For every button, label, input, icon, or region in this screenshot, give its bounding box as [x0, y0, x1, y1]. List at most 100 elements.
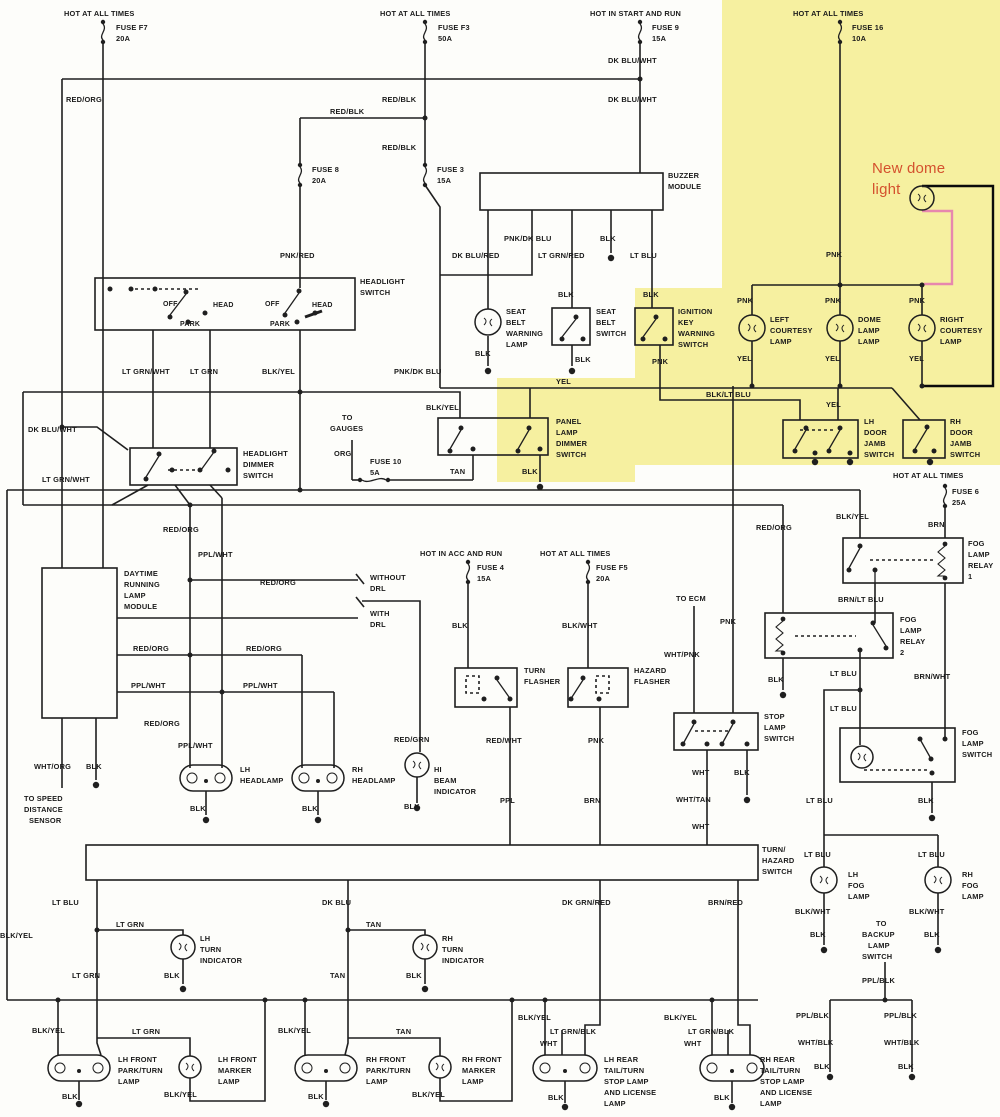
wire	[62, 426, 129, 451]
junction-dot	[924, 424, 930, 430]
junction-dot	[494, 675, 500, 681]
rh-turn-indicator-lamp	[412, 934, 438, 960]
fuse-symbol	[942, 487, 948, 505]
ground-symbol	[484, 367, 492, 375]
junction-dot	[197, 467, 203, 473]
diagram-label: RED/ORG	[756, 523, 792, 532]
junction-dot	[931, 448, 937, 454]
wire	[659, 345, 801, 420]
diagram-label: DK BLU/WHT	[608, 56, 657, 65]
diagram-label: WARNING	[506, 329, 543, 338]
junction-dot	[526, 425, 532, 431]
diagram-label: BLK	[924, 930, 940, 939]
diagram-label: INDICATOR	[200, 956, 243, 965]
diagram-label: 5A	[370, 468, 380, 477]
diagram-label: INDICATOR	[434, 787, 477, 796]
junction-dot	[917, 736, 923, 742]
diagram-label: WHT	[540, 1039, 558, 1048]
diagram-label: MARKER	[218, 1066, 252, 1075]
wire	[922, 209, 954, 286]
diagram-label: HEAD	[213, 302, 234, 309]
wire	[200, 451, 215, 471]
wire	[344, 880, 349, 1056]
diagram-label: BLK	[190, 804, 206, 813]
diagram-label: BLK	[600, 234, 616, 243]
diagram-label: LT GRN/RED	[538, 251, 585, 260]
junction-dot	[596, 696, 602, 702]
diagram-label: RIGHT	[940, 315, 964, 324]
diagram-label: BLK/YEL	[412, 1090, 445, 1099]
diagram-label: WHT	[692, 822, 710, 831]
diagram-label: BLK/YEL	[278, 1026, 311, 1035]
diagram-label: LAMP	[848, 892, 870, 901]
diagram-label: LAMP	[968, 550, 990, 559]
diagram-label: PNK	[909, 296, 926, 305]
diagram-label: RELAY	[968, 561, 993, 570]
diagram-label: MODULE	[124, 602, 157, 611]
diagram-label: BLK	[308, 1092, 324, 1101]
junction-dot	[882, 997, 888, 1003]
ground-symbol	[179, 985, 187, 993]
lh-fog-lamp-filament	[819, 875, 829, 885]
diagram-label: AND LICENSE	[760, 1088, 812, 1097]
diagram-label: 2	[900, 648, 904, 657]
diagram-label: LAMP	[940, 337, 962, 346]
junction-dot	[837, 425, 843, 431]
diagram-label: IGNITION	[678, 307, 712, 316]
diagram-label: 50A	[438, 34, 453, 43]
diagram-label: PPL	[500, 796, 515, 805]
wire	[682, 723, 695, 745]
junction-dot	[302, 997, 308, 1003]
ground-symbol	[846, 458, 854, 466]
diagram-label: 15A	[437, 176, 452, 185]
junction-dot	[185, 319, 191, 325]
diagram-label: RED/BLK	[330, 107, 365, 116]
diagram-label: FUSE 8	[312, 165, 339, 174]
lh-rear-tail-lamp-filament	[539, 1062, 551, 1074]
ground-symbol	[811, 458, 819, 466]
diagram-label: HAZARD	[634, 666, 667, 675]
diagram-label: WITHOUT	[370, 573, 406, 582]
wire	[848, 547, 861, 569]
diagram-label: LT GRN	[116, 920, 144, 929]
wire	[561, 318, 577, 338]
diagram-label: WARNING	[678, 329, 715, 338]
junction-dot	[559, 336, 565, 342]
junction-dot	[870, 620, 876, 626]
ground-symbol	[728, 1103, 736, 1111]
wire	[737, 880, 751, 1055]
left-courtesy-lamp-filament	[747, 323, 757, 333]
diagram-label: LAMP	[506, 340, 528, 349]
relay-coil-pin	[942, 541, 948, 547]
junction-dot	[580, 675, 586, 681]
wire	[96, 880, 102, 1056]
diagram-label: RED/ORG	[133, 644, 169, 653]
rh-door-jamb-switch	[902, 419, 946, 459]
relay-coil-pin	[942, 575, 948, 581]
hi-beam-indicator-lamp-filament	[412, 760, 422, 770]
highlight-region	[635, 288, 722, 465]
diagram-label: FLASHER	[524, 677, 561, 686]
fuse-symbol	[422, 19, 428, 25]
fuse-symbol	[637, 19, 643, 25]
diagram-label: LT BLU	[630, 251, 657, 260]
lh-front-marker-lamp-filament	[185, 1062, 195, 1072]
wire	[584, 880, 601, 1055]
diagram-label: PPL/BLK	[862, 976, 895, 985]
diagram-label: 25A	[952, 498, 967, 507]
fuse-symbol	[465, 559, 471, 565]
wire	[284, 292, 300, 314]
diagram-label: SWITCH	[950, 450, 980, 459]
diagram-label: BLK	[714, 1093, 730, 1102]
diagram-label: LAMP	[764, 723, 786, 732]
diagram-label: WHT/BLK	[798, 1038, 834, 1047]
diagram-label: SWITCH	[762, 867, 792, 876]
lh-front-marker-lamp	[178, 1055, 202, 1079]
rh-rear-tail-lamp-filament	[706, 1062, 718, 1074]
ground-symbol	[421, 985, 429, 993]
diagram-label: STOP LAMP	[760, 1077, 805, 1086]
junction-dot	[709, 997, 715, 1003]
diagram-label: DRL	[370, 620, 386, 629]
lh-rear-tail-lamp	[532, 1054, 598, 1082]
diagram-label: SENSOR	[29, 816, 62, 825]
